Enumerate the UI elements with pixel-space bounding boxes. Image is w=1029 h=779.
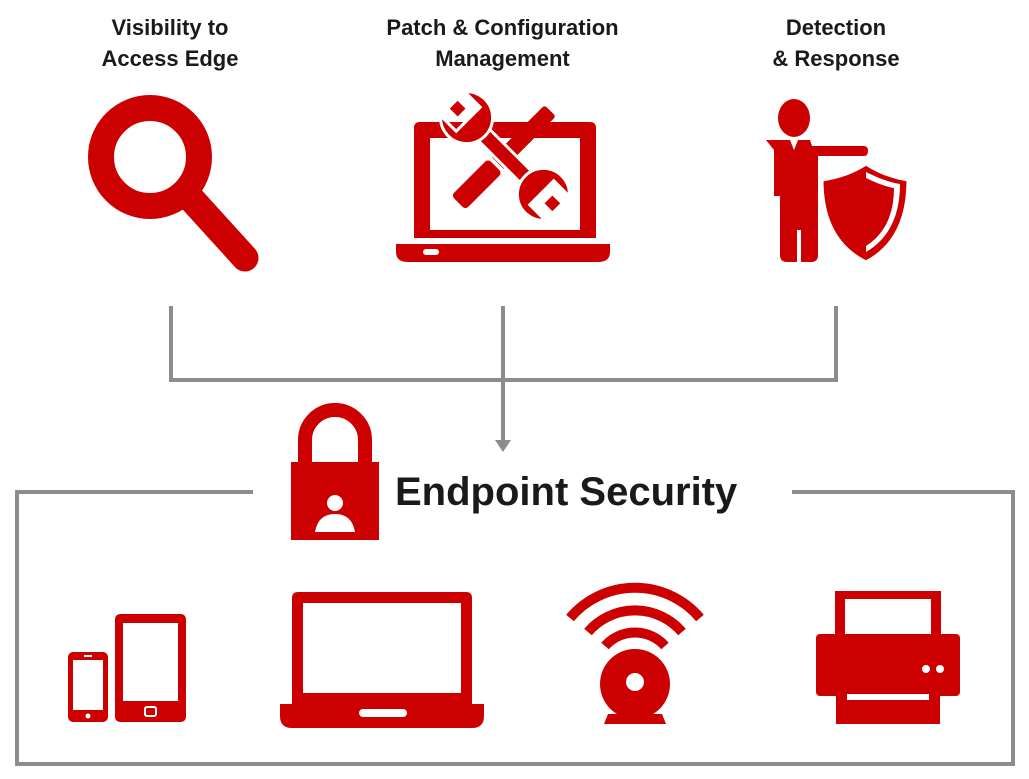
label-line-2: & Response — [772, 46, 900, 71]
laptop-icon — [280, 592, 484, 728]
person-shield-icon — [766, 99, 910, 264]
endpoint-box-frame-left — [15, 490, 1015, 766]
connector-arrowhead — [495, 440, 511, 452]
label-detection-response: Detection & Response — [736, 12, 936, 74]
magnifier-icon — [88, 95, 259, 272]
label-line-1: Patch & Configuration — [386, 15, 619, 40]
label-line-1: Visibility to — [111, 15, 229, 40]
connector-lines — [169, 306, 838, 440]
webcam-wifi-icon — [566, 582, 704, 650]
webcam-body — [600, 649, 670, 724]
padlock-user-icon — [291, 403, 379, 540]
label-patch-configuration-management: Patch & Configuration Management — [365, 12, 640, 74]
label-line-2: Management — [435, 46, 570, 71]
endpoint-security-title: Endpoint Security — [395, 470, 738, 514]
laptop-tools-icon — [396, 90, 610, 262]
label-line-2: Access Edge — [101, 46, 239, 71]
printer-icon — [816, 591, 960, 724]
phone-tablet-icon — [68, 614, 186, 722]
label-line-1: Detection — [785, 15, 887, 40]
label-visibility-to-access-edge: Visibility to Access Edge — [70, 12, 270, 74]
